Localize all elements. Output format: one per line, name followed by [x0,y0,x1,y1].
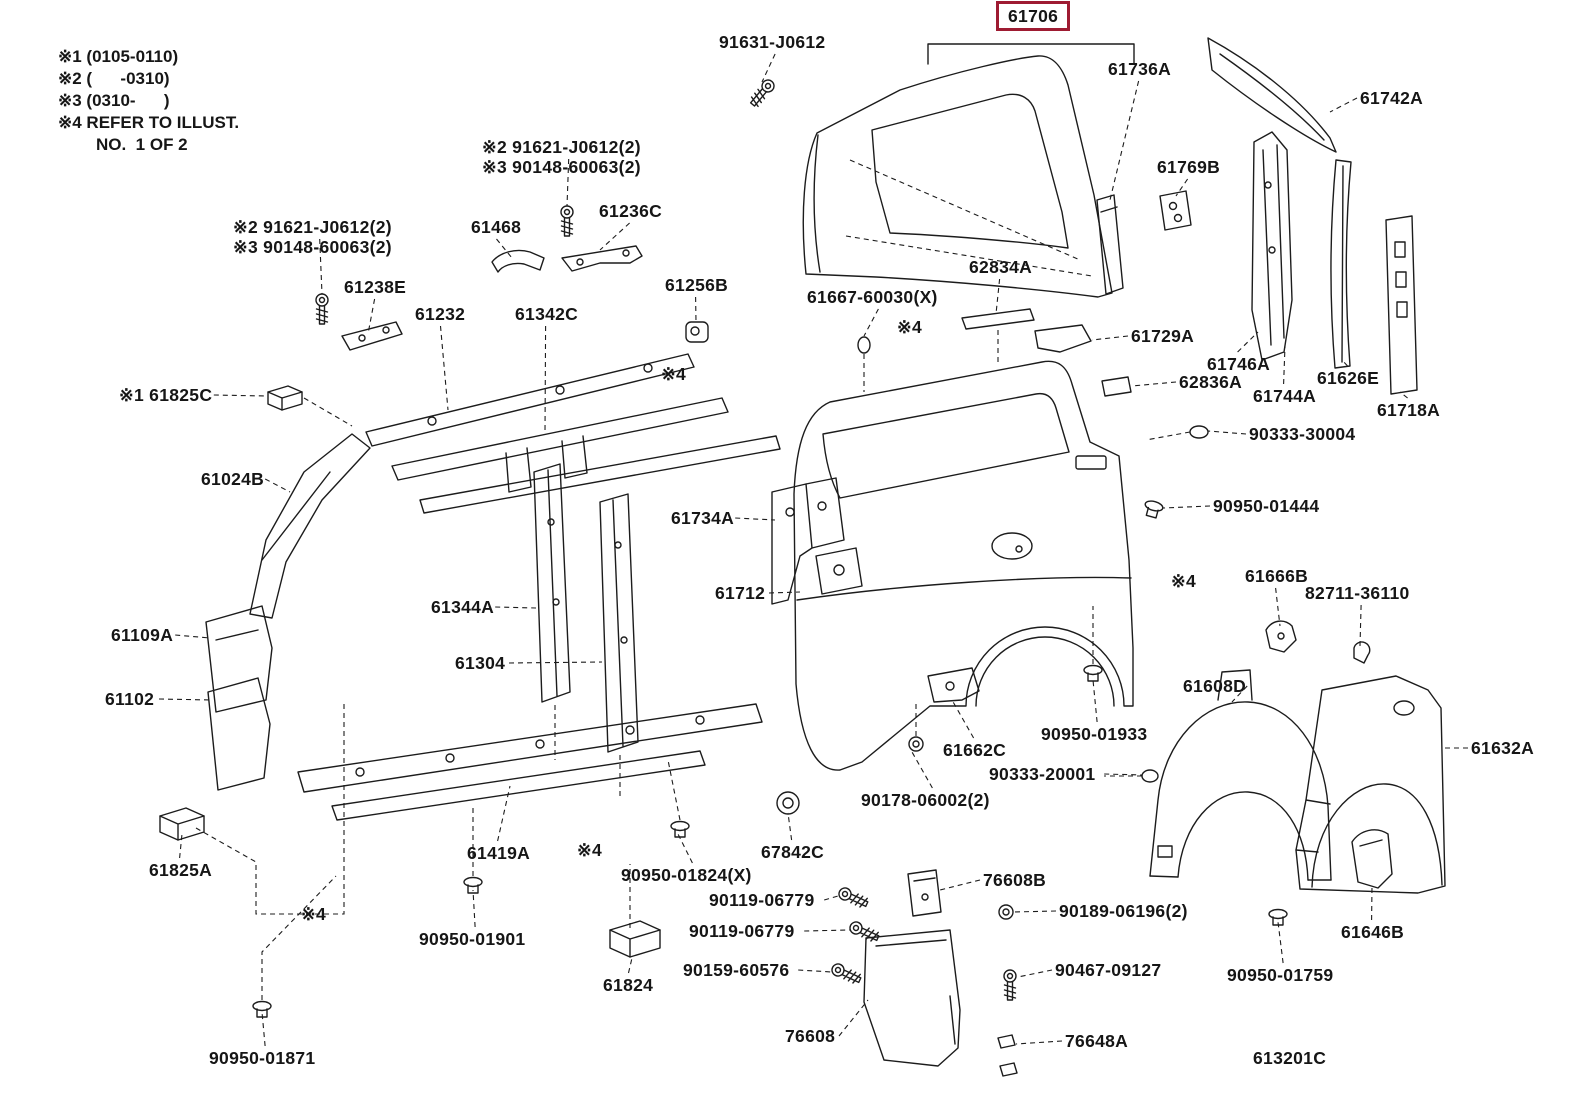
part-label[interactable]: 90119-06779 [709,890,815,910]
part-label[interactable]: 61718A [1377,400,1441,420]
part-label[interactable]: 61646B [1341,922,1405,942]
part-label[interactable]: 61102 [105,689,155,709]
part-label[interactable]: 62834A [969,257,1033,277]
part-label[interactable]: 90178-06002(2) [861,790,990,810]
part-label[interactable]: 62836A [1179,372,1243,392]
part-label[interactable]: 90950-01871 [209,1048,316,1068]
note-line: ※4 REFER TO ILLUST. [58,113,240,132]
note-line: ※2 ( -0310) [58,69,170,88]
part-label[interactable]: 61232 [415,304,466,324]
part-label[interactable]: 61626E [1317,368,1380,388]
part-label[interactable]: 61109A [111,625,174,645]
part-label[interactable]: 61419A [467,843,531,863]
part-label[interactable]: ※3 90148-60063(2) [482,157,641,177]
part-label[interactable]: 61468 [471,217,522,237]
part-label[interactable]: 90950-01901 [419,929,526,949]
part-label[interactable]: 90950-01824(X) [621,865,752,885]
part-label[interactable]: 61712 [715,583,766,603]
ref-marker: ※4 [897,317,922,337]
part-label[interactable]: ※2 91621-J0612(2) [482,137,641,157]
part-label[interactable]: 61632A [1471,738,1535,758]
diagram-code: 613201C [1253,1048,1327,1068]
ref-marker: ※4 [301,904,326,924]
note-line: NO. 1 OF 2 [96,135,188,154]
part-label[interactable]: 90189-06196(2) [1059,901,1188,921]
part-label[interactable]: 61236C [599,201,663,221]
part-label[interactable]: 61256B [665,275,729,295]
note-line: ※3 (0310- ) [58,91,170,110]
ref-marker: ※4 [1171,571,1196,591]
part-label[interactable]: 61667-60030(X) [807,287,938,307]
part-label[interactable]: ※3 90148-60063(2) [233,237,392,257]
part-label[interactable]: 61742A [1360,88,1424,108]
part-label[interactable]: 90467-09127 [1055,960,1162,980]
part-label[interactable]: 61746A [1207,354,1271,374]
part-label[interactable]: 90950-01759 [1227,965,1334,985]
notes-block: ※1 (0105-0110) ※2 ( -0310) ※3 (0310- ) ※4 R… [58,46,239,156]
part-label[interactable]: 61024B [201,469,265,489]
part-label[interactable]: 61769B [1157,157,1221,177]
part-label[interactable]: 61662C [943,740,1007,760]
part-label[interactable]: 91631-J0612 [719,32,826,52]
part-label[interactable]: 90333-20001 [989,764,1096,784]
part-label[interactable]: 67842C [761,842,825,862]
part-label[interactable]: 90119-06779 [689,921,795,941]
part-label[interactable]: 61666B [1245,566,1309,586]
part-label[interactable]: 76608 [785,1026,836,1046]
part-label[interactable]: 61744A [1253,386,1317,406]
part-label[interactable]: 61736A [1108,59,1172,79]
part-label[interactable]: 90333-30004 [1249,424,1356,444]
part-label[interactable]: 61824 [603,975,654,995]
part-label[interactable]: 76648A [1065,1031,1129,1051]
part-label[interactable]: 76608B [983,870,1047,890]
part-label[interactable]: 90950-01444 [1213,496,1320,516]
part-label[interactable]: ※1 61825C [119,385,213,405]
part-label-highlighted[interactable]: 61706 [996,1,1071,31]
part-label[interactable]: 61729A [1131,326,1195,346]
ref-marker: ※4 [577,840,602,860]
part-label[interactable]: ※2 91621-J0612(2) [233,217,392,237]
part-label[interactable]: 61825A [149,860,213,880]
part-label[interactable]: 90159-60576 [683,960,790,980]
part-label[interactable]: 61344A [431,597,495,617]
note-line: ※1 (0105-0110) [58,47,179,66]
part-label[interactable]: 82711-36110 [1305,583,1410,603]
part-label[interactable]: 61342C [515,304,579,324]
ref-marker: ※4 [661,364,686,384]
part-label[interactable]: 61304 [455,653,506,673]
part-label[interactable]: 61238E [344,277,407,297]
part-label[interactable]: 61608D [1183,676,1247,696]
part-label[interactable]: 90950-01933 [1041,724,1148,744]
part-label[interactable]: 61734A [671,508,735,528]
